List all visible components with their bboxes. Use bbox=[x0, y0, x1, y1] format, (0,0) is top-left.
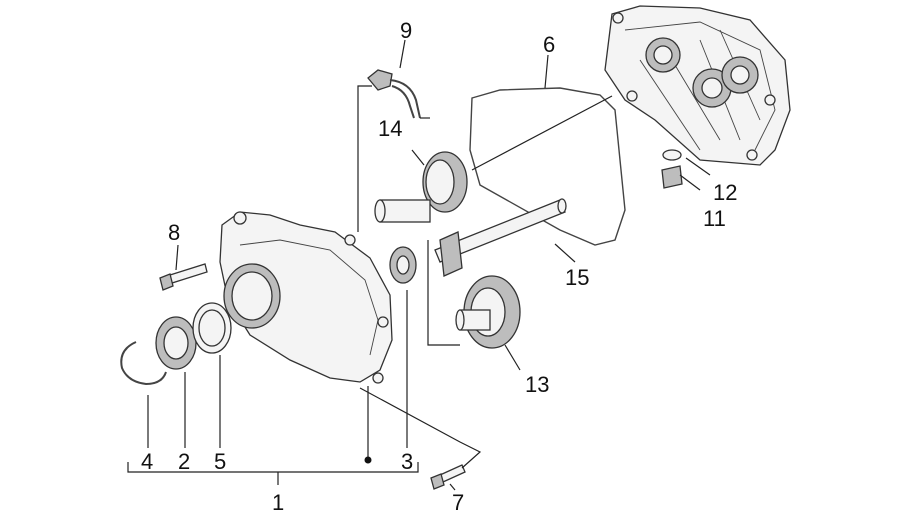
gear-14 bbox=[374, 151, 468, 223]
callout-12: 12 bbox=[713, 180, 737, 205]
callout-5: 5 bbox=[214, 449, 226, 474]
callout-1: 1 bbox=[272, 490, 284, 514]
shaft-15 bbox=[434, 198, 567, 277]
callout-6: 6 bbox=[543, 32, 555, 57]
callout-4: 4 bbox=[141, 449, 153, 474]
gearbox-housing bbox=[604, 5, 791, 166]
screw-7 bbox=[430, 464, 466, 490]
callout-8: 8 bbox=[168, 220, 180, 245]
gear-13 bbox=[455, 275, 521, 349]
callout-9: 9 bbox=[400, 18, 412, 43]
transmission-cover bbox=[219, 211, 393, 384]
breather-pipe bbox=[367, 69, 421, 119]
callout-15: 15 bbox=[565, 265, 589, 290]
bearing-3 bbox=[389, 246, 417, 284]
callout-13: 13 bbox=[525, 372, 549, 397]
callout-11: 11 bbox=[703, 206, 726, 231]
bearing-2 bbox=[155, 316, 197, 370]
screw-8 bbox=[159, 263, 208, 291]
drain-plug bbox=[661, 149, 683, 189]
callout-3: 3 bbox=[401, 449, 413, 474]
gasket bbox=[469, 87, 626, 246]
callout-2: 2 bbox=[178, 449, 190, 474]
callout-14: 14 bbox=[378, 116, 402, 141]
callout-7: 7 bbox=[452, 490, 464, 514]
leader-lines bbox=[127, 39, 711, 491]
oil-seal-5 bbox=[192, 302, 232, 354]
pointer-dot bbox=[364, 456, 372, 464]
circlip bbox=[120, 341, 167, 386]
